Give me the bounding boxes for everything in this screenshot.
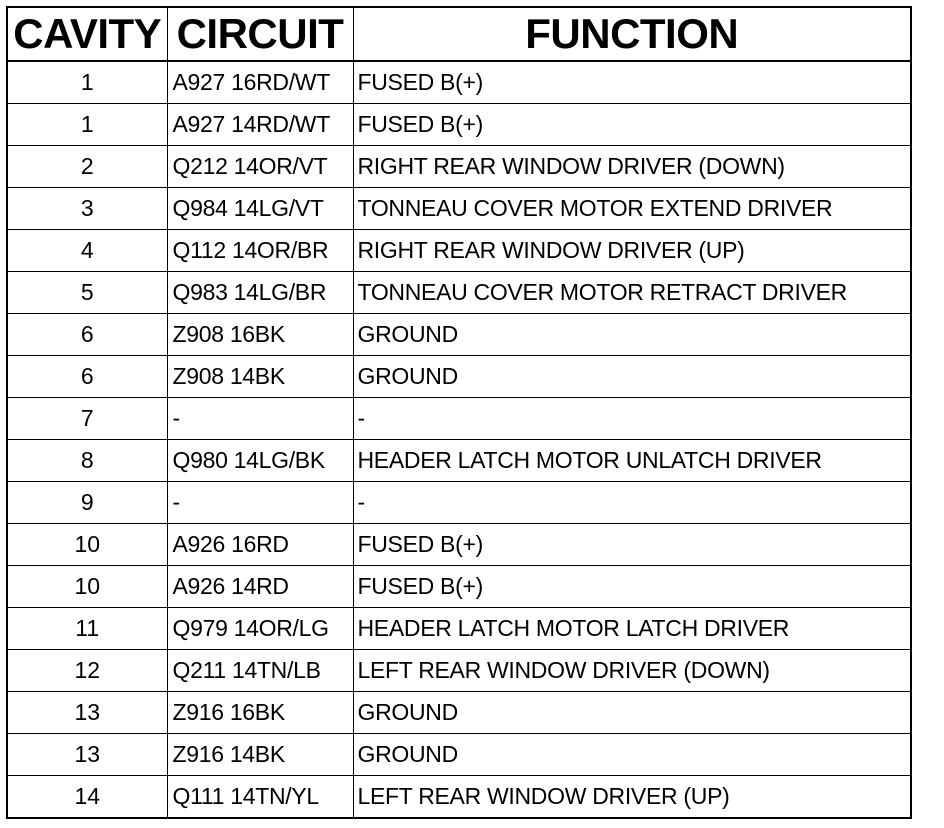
circuit-cell: Z916 16BK: [166, 691, 354, 734]
function-cell: HEADER LATCH MOTOR UNLATCH DRIVER: [352, 439, 912, 482]
circuit-cell: Z908 14BK: [166, 355, 354, 398]
function-cell: RIGHT REAR WINDOW DRIVER (DOWN): [352, 145, 912, 188]
cavity-cell: 10: [6, 523, 168, 566]
table-row: 10 A926 14RD FUSED B(+): [6, 565, 912, 608]
cavity-cell: 1: [6, 103, 168, 146]
table-header: CAVITY CIRCUIT FUNCTION: [6, 6, 912, 62]
function-cell: GROUND: [352, 313, 912, 356]
table-row: 11 Q979 14OR/LG HEADER LATCH MOTOR LATCH…: [6, 607, 912, 650]
function-cell: HEADER LATCH MOTOR LATCH DRIVER: [352, 607, 912, 650]
table-row: 10 A926 16RD FUSED B(+): [6, 523, 912, 566]
cavity-cell: 13: [6, 691, 168, 734]
circuit-cell: A926 16RD: [166, 523, 354, 566]
cavity-cell: 5: [6, 271, 168, 314]
table-row: 14 Q111 14TN/YL LEFT REAR WINDOW DRIVER …: [6, 775, 912, 819]
table-row: 13 Z916 14BK GROUND: [6, 733, 912, 776]
table-row: 7 - -: [6, 397, 912, 440]
table-row: 3 Q984 14LG/VT TONNEAU COVER MOTOR EXTEN…: [6, 187, 912, 230]
function-column-header: FUNCTION: [352, 6, 912, 62]
cavity-cell: 4: [6, 229, 168, 272]
function-cell: TONNEAU COVER MOTOR RETRACT DRIVER: [352, 271, 912, 314]
circuit-cell: Q212 14OR/VT: [166, 145, 354, 188]
cavity-cell: 13: [6, 733, 168, 776]
cavity-cell: 11: [6, 607, 168, 650]
table-row: 1 A927 14RD/WT FUSED B(+): [6, 103, 912, 146]
connector-pinout-table: CAVITY CIRCUIT FUNCTION 1 A927 16RD/WT F…: [6, 6, 912, 819]
cavity-cell: 12: [6, 649, 168, 692]
header-row: CAVITY CIRCUIT FUNCTION: [6, 6, 912, 62]
cavity-cell: 9: [6, 481, 168, 524]
table-row: 13 Z916 16BK GROUND: [6, 691, 912, 734]
circuit-cell: Q111 14TN/YL: [166, 775, 354, 819]
circuit-cell: Q980 14LG/BK: [166, 439, 354, 482]
table-body: 1 A927 16RD/WT FUSED B(+) 1 A927 14RD/WT…: [6, 60, 912, 819]
circuit-cell: Z908 16BK: [166, 313, 354, 356]
function-cell: -: [352, 397, 912, 440]
cavity-cell: 8: [6, 439, 168, 482]
function-cell: -: [352, 481, 912, 524]
cavity-cell: 7: [6, 397, 168, 440]
table-row: 2 Q212 14OR/VT RIGHT REAR WINDOW DRIVER …: [6, 145, 912, 188]
circuit-cell: Z916 14BK: [166, 733, 354, 776]
table-row: 4 Q112 14OR/BR RIGHT REAR WINDOW DRIVER …: [6, 229, 912, 272]
table-row: 6 Z908 14BK GROUND: [6, 355, 912, 398]
cavity-column-header: CAVITY: [6, 6, 168, 62]
cavity-cell: 2: [6, 145, 168, 188]
circuit-column-header: CIRCUIT: [166, 6, 354, 62]
function-cell: GROUND: [352, 733, 912, 776]
function-cell: TONNEAU COVER MOTOR EXTEND DRIVER: [352, 187, 912, 230]
function-cell: LEFT REAR WINDOW DRIVER (DOWN): [352, 649, 912, 692]
function-cell: GROUND: [352, 691, 912, 734]
function-cell: FUSED B(+): [352, 60, 912, 104]
function-cell: RIGHT REAR WINDOW DRIVER (UP): [352, 229, 912, 272]
cavity-cell: 6: [6, 313, 168, 356]
table-row: 6 Z908 16BK GROUND: [6, 313, 912, 356]
circuit-cell: -: [166, 397, 354, 440]
circuit-cell: A927 14RD/WT: [166, 103, 354, 146]
cavity-cell: 10: [6, 565, 168, 608]
circuit-cell: Q983 14LG/BR: [166, 271, 354, 314]
circuit-cell: Q979 14OR/LG: [166, 607, 354, 650]
function-cell: FUSED B(+): [352, 565, 912, 608]
table-row: 8 Q980 14LG/BK HEADER LATCH MOTOR UNLATC…: [6, 439, 912, 482]
table-row: 5 Q983 14LG/BR TONNEAU COVER MOTOR RETRA…: [6, 271, 912, 314]
cavity-cell: 14: [6, 775, 168, 819]
function-cell: GROUND: [352, 355, 912, 398]
circuit-cell: Q211 14TN/LB: [166, 649, 354, 692]
circuit-cell: A927 16RD/WT: [166, 60, 354, 104]
table-row: 9 - -: [6, 481, 912, 524]
circuit-cell: Q984 14LG/VT: [166, 187, 354, 230]
circuit-cell: A926 14RD: [166, 565, 354, 608]
table-row: 1 A927 16RD/WT FUSED B(+): [6, 60, 912, 104]
circuit-cell: Q112 14OR/BR: [166, 229, 354, 272]
cavity-cell: 1: [6, 60, 168, 104]
cavity-cell: 6: [6, 355, 168, 398]
function-cell: FUSED B(+): [352, 103, 912, 146]
cavity-cell: 3: [6, 187, 168, 230]
circuit-cell: -: [166, 481, 354, 524]
table-row: 12 Q211 14TN/LB LEFT REAR WINDOW DRIVER …: [6, 649, 912, 692]
function-cell: LEFT REAR WINDOW DRIVER (UP): [352, 775, 912, 819]
function-cell: FUSED B(+): [352, 523, 912, 566]
